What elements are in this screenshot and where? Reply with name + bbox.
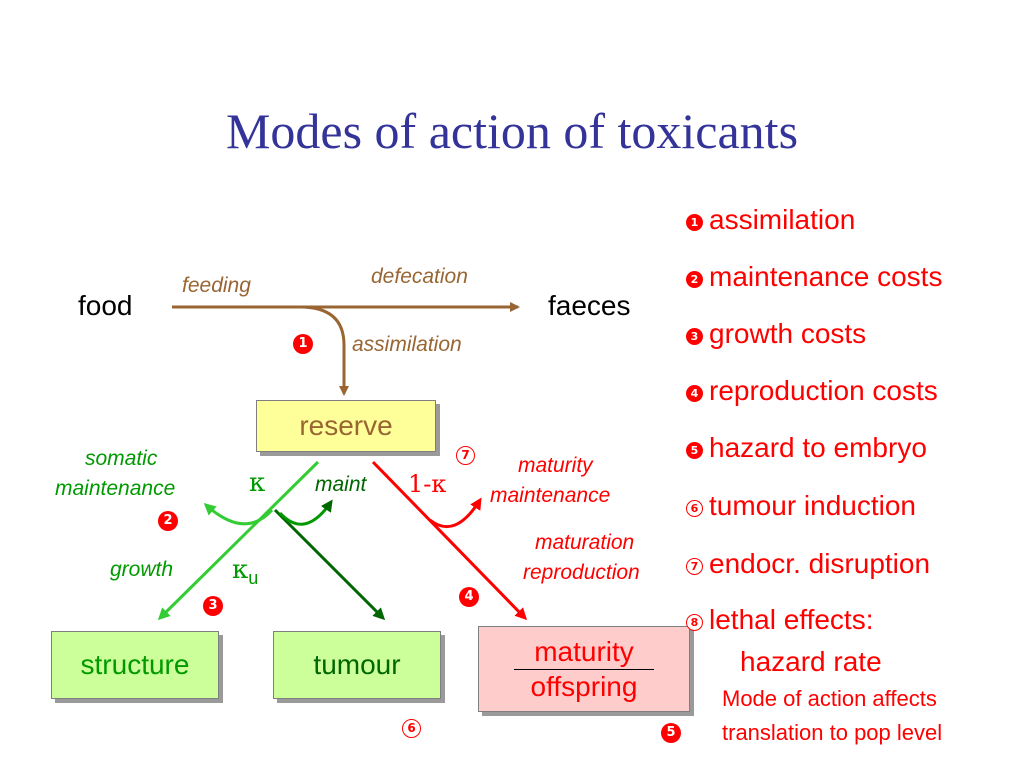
page-title: Modes of action of toxicants	[225, 103, 799, 159]
legend-hazard-rate: hazard rate	[740, 646, 882, 677]
maturity-label: maturity	[514, 635, 654, 670]
legend-bullet: 2	[686, 271, 703, 288]
legend-label: hazard to embryo	[709, 432, 927, 463]
structure-box: structure	[51, 631, 219, 699]
legend-item-4: 4 reproduction costs	[686, 375, 938, 407]
maturity-maintenance-label-1: maturity	[518, 454, 593, 477]
kappa-label: κ	[249, 468, 266, 498]
maint-label: maint	[315, 473, 367, 496]
reserve-box: reserve	[256, 400, 436, 452]
legend-label: growth costs	[709, 318, 867, 349]
legend-bullet: 4	[686, 385, 703, 402]
legend-label: lethal effects:	[709, 604, 874, 635]
growth-label: growth	[110, 558, 174, 581]
legend-label: reproduction costs	[709, 375, 938, 406]
reserve-label: reserve	[299, 410, 393, 441]
assimilation-label: assimilation	[352, 333, 462, 356]
growth-arrow	[157, 460, 320, 621]
legend-bullet: 6	[686, 500, 703, 517]
legend-item-5: 5 hazard to embryo	[686, 432, 927, 464]
legend-bullet: 1	[686, 214, 703, 231]
assimilation-arrow	[299, 305, 349, 396]
legend-bullet: 3	[686, 328, 703, 345]
legend-bullet: 5	[686, 442, 703, 459]
maturity-offspring-box: maturity offspring	[478, 626, 690, 712]
marker-2: 2	[158, 511, 178, 531]
marker-4: 4	[459, 587, 479, 607]
maturity-maintenance-label-2: maintenance	[490, 484, 611, 507]
legend-item-3: 3 growth costs	[686, 318, 866, 350]
legend-label: maintenance costs	[709, 261, 943, 292]
somatic-maintenance-label-1: somatic	[85, 447, 158, 470]
legend-bullet: 7	[686, 558, 703, 575]
kappa-u-label: κu	[232, 555, 258, 589]
kappa-u-symbol: κ	[232, 555, 249, 585]
legend-item-7: 7 endocr. disruption	[686, 548, 930, 580]
maturity-maintenance-arrow	[429, 497, 482, 529]
feeding-label: feeding	[182, 274, 251, 297]
offspring-label: offspring	[530, 670, 638, 702]
tumour-arrow	[273, 508, 386, 621]
maint-arrow	[278, 499, 333, 526]
marker-7: 7	[456, 446, 475, 465]
legend-bullet: 8	[686, 614, 703, 631]
somatic-maintenance-arrow	[203, 502, 274, 526]
faeces-label: faeces	[548, 290, 631, 321]
reproduction-label: reproduction	[523, 561, 640, 584]
legend-label: endocr. disruption	[709, 548, 931, 579]
marker-5: 5	[661, 723, 681, 743]
tumour-box: tumour	[273, 631, 441, 699]
legend-item-2: 2 maintenance costs	[686, 261, 942, 293]
note-line-1: Mode of action affects	[722, 686, 937, 711]
somatic-maintenance-label-2: maintenance	[55, 477, 176, 500]
marker-1: 1	[293, 334, 313, 354]
marker-3: 3	[203, 596, 223, 616]
legend-label: assimilation	[709, 204, 856, 235]
legend-label: tumour induction	[709, 490, 917, 521]
one-minus-kappa-label: 1-κ	[408, 470, 447, 498]
tumour-label: tumour	[313, 649, 401, 680]
legend-item-1: 1 assimilation	[686, 204, 855, 236]
note-line-2: translation to pop level	[722, 720, 943, 745]
legend-item-8: 8 lethal effects:	[686, 604, 873, 636]
defecation-label: defecation	[371, 265, 468, 288]
legend-item-6: 6 tumour induction	[686, 490, 916, 522]
structure-label: structure	[80, 649, 190, 680]
one-minus-kappa-arrow	[371, 460, 528, 621]
maturation-label: maturation	[535, 531, 635, 554]
food-label: food	[78, 290, 133, 321]
marker-6: 6	[402, 719, 421, 738]
kappa-u-subscript: u	[248, 568, 259, 589]
